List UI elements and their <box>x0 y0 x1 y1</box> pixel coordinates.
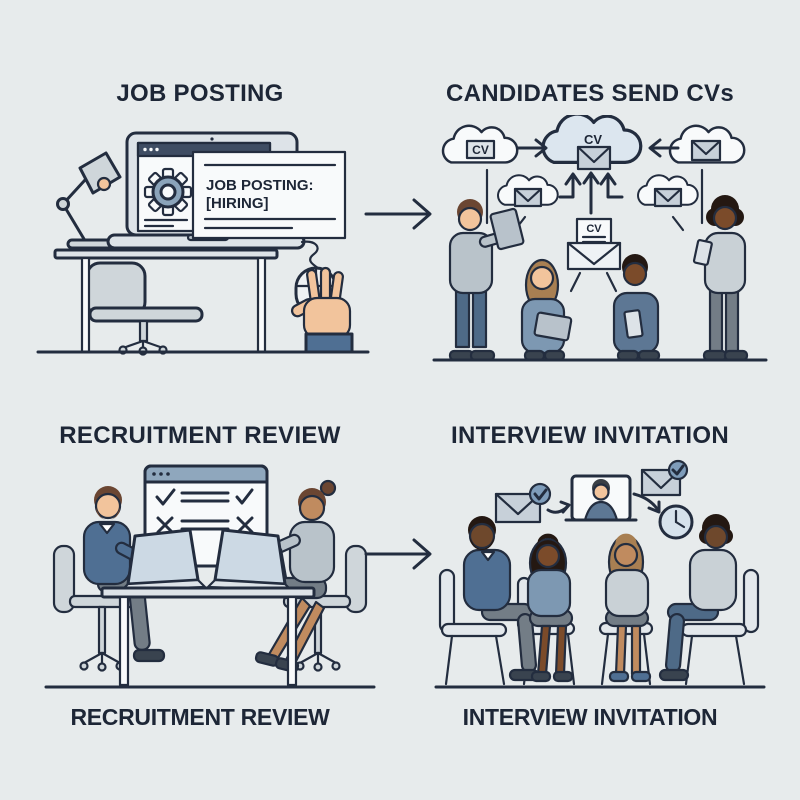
panel-caption-review: RECRUITMENT REVIEW <box>70 704 330 730</box>
screen-subheading: [HIRING] <box>206 195 269 212</box>
seated-person <box>526 533 574 683</box>
desk-lamp-icon <box>56 151 122 250</box>
job-posting-scene: JOB POSTING: [HIRING] <box>36 131 370 356</box>
panel-title-job-posting: JOB POSTING <box>116 80 284 107</box>
connector-lines <box>485 168 704 293</box>
envelope-cloud-icon <box>497 174 559 208</box>
arrow-right-icon <box>516 138 548 158</box>
clock-icon <box>658 504 694 540</box>
meeting-desk <box>100 528 316 687</box>
panel-caption-interview: INTERVIEW INVITATION <box>462 704 718 730</box>
laptop-icon <box>126 528 200 586</box>
job-posting-callout: JOB POSTING: [HIRING] <box>143 150 347 240</box>
arrow-up-icon <box>582 171 600 215</box>
cloud-cv-label: CV <box>584 132 602 147</box>
chair-icon <box>438 568 508 686</box>
seated-person <box>604 533 652 683</box>
envelope-cloud-icon <box>668 124 746 164</box>
cv-badge-cloud-icon: CV <box>441 124 519 164</box>
arrow-left-icon <box>648 138 680 158</box>
envelope-cloud-icon <box>637 174 699 208</box>
person-with-phone <box>612 254 661 362</box>
cv-cloud-icon: CV <box>541 115 643 171</box>
flow-arrow-icon <box>364 538 432 570</box>
curved-arrow-icon <box>632 492 661 514</box>
hand-cursor <box>290 266 354 354</box>
arrow-up-icon <box>599 172 624 199</box>
interview-scene <box>434 459 766 689</box>
envelope-icon <box>576 145 612 171</box>
badge-cv-label: CV <box>472 143 489 157</box>
person-with-tablet <box>448 199 525 362</box>
envelope-icon <box>690 139 722 162</box>
envelope-check-icon <box>640 459 689 497</box>
person-with-tablet <box>520 258 573 362</box>
gear-icon <box>143 167 193 217</box>
x-icon <box>236 516 254 534</box>
office-chair-icon <box>85 261 204 356</box>
screen-heading: JOB POSTING: <box>206 177 314 194</box>
seated-person <box>658 514 738 682</box>
seated-person <box>462 516 540 682</box>
panel-title-review: RECRUITMENT REVIEW <box>59 422 341 449</box>
letter-cv-label: CV <box>586 223 602 235</box>
panel-title-interview: INTERVIEW INVITATION <box>450 422 729 449</box>
laptop-icon <box>213 528 287 586</box>
cv-letter-icon: CV <box>566 217 622 271</box>
video-call-icon <box>564 474 638 522</box>
curved-arrow-icon <box>546 500 571 514</box>
candidates-scene: CV CV <box>432 115 768 362</box>
flow-arrow-icon <box>364 198 432 230</box>
x-icon <box>156 516 174 534</box>
review-scene <box>44 464 376 689</box>
arrow-up-icon <box>558 172 582 199</box>
person-with-phone <box>692 195 749 362</box>
check-icon <box>155 488 176 506</box>
panel-title-candidates: CANDIDATES SEND CVs <box>446 80 734 107</box>
desk <box>53 248 279 354</box>
check-icon <box>235 488 254 505</box>
envelope-check-icon <box>494 482 552 524</box>
